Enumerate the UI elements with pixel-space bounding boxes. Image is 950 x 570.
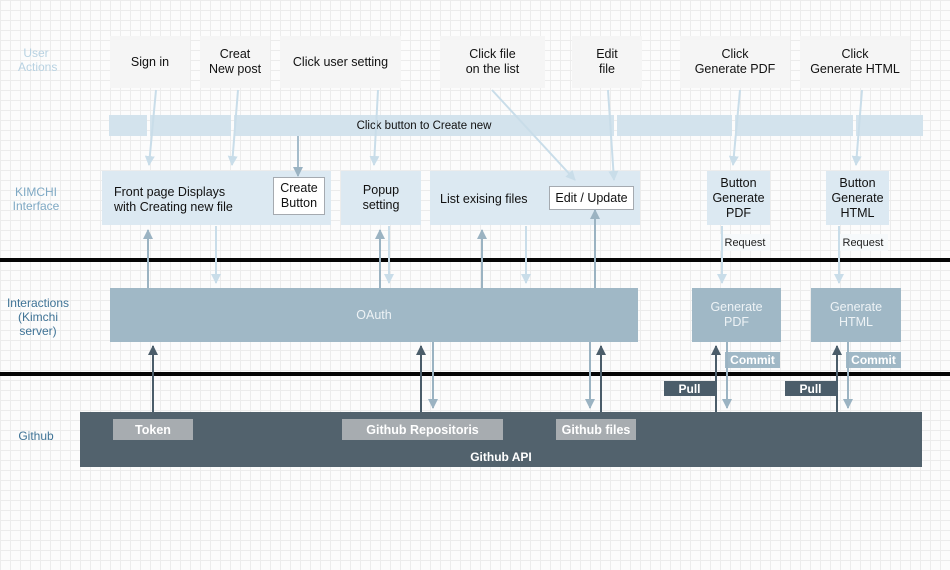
- lane-separator-bottom: [0, 372, 950, 376]
- interface-button-generate-pdf: Button Generate PDF: [707, 171, 770, 225]
- lane-label-github: Github: [18, 429, 54, 443]
- arrow-sign-in-down: [144, 89, 157, 166]
- lane-label-interactions: Interactions (Kimchi server): [6, 296, 70, 338]
- interface-list-files: List exising files Edit / Update: [430, 171, 640, 225]
- server-generate-html: Generate HTML: [811, 288, 901, 342]
- user-action-generate-pdf: Click Generate PDF: [680, 36, 790, 88]
- create-bar-segment: [735, 115, 853, 136]
- user-action-generate-html: Click Generate HTML: [800, 36, 910, 88]
- github-token: Token: [113, 419, 193, 440]
- arrow-create-post-down: [227, 89, 239, 166]
- create-bar-segment: [856, 115, 923, 136]
- arrow-click-file-to-edit: [491, 89, 576, 181]
- user-action-click-file: Click file on the list: [440, 36, 545, 88]
- create-bar-segment: [617, 115, 732, 136]
- user-action-edit-file: Edit file: [572, 36, 642, 88]
- edit-update-button[interactable]: Edit / Update: [549, 186, 634, 210]
- user-action-create-post: Creat New post: [200, 36, 270, 88]
- request-label-html: Request: [838, 234, 888, 251]
- github-repositories: Github Repositoris: [342, 419, 503, 440]
- interface-button-generate-html: Button Generate HTML: [826, 171, 889, 225]
- github-api-label: Github API: [470, 450, 532, 464]
- commit-label-pdf: Commit: [725, 352, 780, 368]
- github-files: Github files: [556, 419, 636, 440]
- user-action-sign-in: Sign in: [110, 36, 190, 88]
- arrow-edit-file-down: [607, 89, 619, 181]
- create-bar-segment: [109, 115, 147, 136]
- list-files-text: List exising files: [440, 192, 528, 206]
- lane-separator-top: [0, 258, 950, 262]
- lane-label-kimchi-interface: KIMCHI Interface: [12, 185, 60, 213]
- arrow-user-setting-down: [369, 89, 380, 166]
- arrow-generate-pdf-down: [728, 89, 741, 166]
- interface-front-page: Front page Displays with Creating new fi…: [102, 171, 331, 225]
- server-generate-pdf: Generate PDF: [692, 288, 781, 342]
- create-bar-segment: [150, 115, 231, 136]
- request-label-pdf: Request: [720, 234, 770, 251]
- interface-popup-setting: Popup setting: [341, 171, 421, 225]
- commit-label-html: Commit: [846, 352, 901, 368]
- server-oauth: OAuth: [110, 288, 638, 342]
- pull-label-html: Pull: [785, 381, 836, 396]
- create-button[interactable]: Create Button: [273, 177, 325, 215]
- arrow-generate-html-down: [851, 89, 863, 166]
- user-action-user-setting: Click user setting: [280, 36, 401, 88]
- front-page-text: Front page Displays with Creating new fi…: [114, 185, 233, 214]
- pull-label-pdf: Pull: [664, 381, 715, 396]
- lane-label-user-actions: User Actions: [18, 46, 58, 74]
